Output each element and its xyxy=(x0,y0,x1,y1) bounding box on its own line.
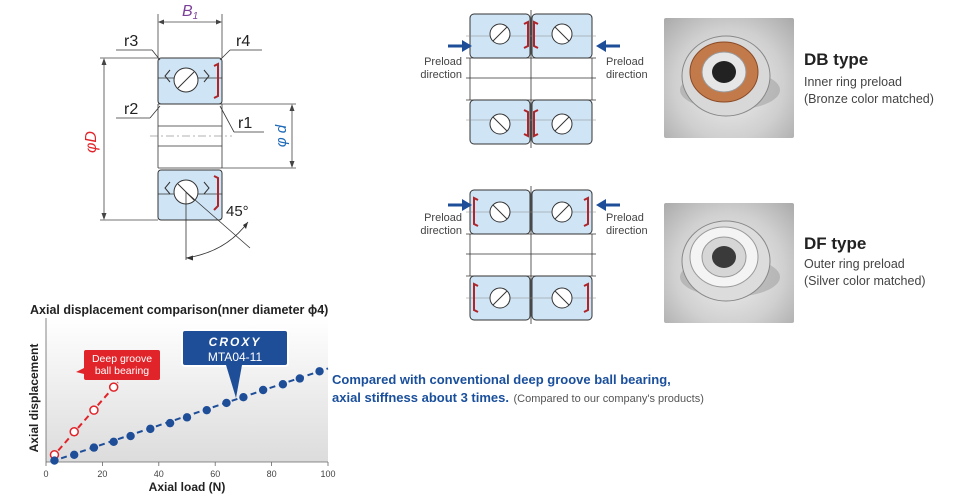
y-axis-label: Axial displacement xyxy=(27,344,41,453)
croxy-data-point xyxy=(278,380,288,389)
chart-title: Axial displacement comparison(nner diame… xyxy=(30,303,329,317)
x-tick-label: 40 xyxy=(154,469,164,479)
comparison-line2: axial stiffness about 3 times. xyxy=(332,390,510,405)
b1-label: B1 xyxy=(182,3,198,22)
r4-label: r4 xyxy=(236,33,250,50)
croxy-data-point xyxy=(222,398,231,408)
croxy-data-point xyxy=(239,393,248,402)
x-tick-label: 0 xyxy=(43,469,48,479)
croxy-data-point xyxy=(109,437,118,447)
inner-diameter-label: φ d xyxy=(273,124,290,147)
df-type-description: Outer ring preload(Silver color matched) xyxy=(804,257,926,288)
angle-label: 45° xyxy=(226,203,249,220)
deep-groove-callout-line1: Deep groove xyxy=(92,353,152,365)
df-right-arrow-icon xyxy=(596,199,620,211)
croxy-data-point xyxy=(202,405,211,415)
x-tick-label: 80 xyxy=(267,469,277,479)
croxy-data-point xyxy=(165,418,175,428)
db-pair-diagram xyxy=(466,10,596,148)
croxy-callout: CROXY MTA04-11 xyxy=(181,329,289,398)
x-tick-label: 100 xyxy=(320,469,335,479)
croxy-data-point xyxy=(258,385,268,395)
bearing-cross-section-drawing: B1 φD φ d r3 r4 r2 xyxy=(83,3,296,261)
df-left-arrow-icon xyxy=(448,199,472,211)
croxy-data-point xyxy=(89,443,99,452)
comparison-line1: Compared with conventional deep groove b… xyxy=(332,372,671,387)
db-type-description: Inner ring preload(Bronze color matched) xyxy=(804,75,934,106)
x-tick-label: 60 xyxy=(210,469,220,479)
df-type-title: DF type xyxy=(804,234,867,253)
croxy-data-point xyxy=(315,367,324,376)
outer-diameter-label: φD xyxy=(83,131,100,153)
croxy-model: MTA04-11 xyxy=(208,350,263,364)
deep-groove-callout: Deep groove ball bearing xyxy=(76,350,160,380)
comparison-note: (Compared to our company's products) xyxy=(513,393,704,405)
r3-label: r3 xyxy=(124,33,138,50)
deep-groove-series-line xyxy=(50,381,119,459)
df-bearing-photo xyxy=(664,203,794,323)
deep-groove-data-point xyxy=(108,382,119,392)
db-right-arrow-icon xyxy=(596,40,620,52)
croxy-data-point xyxy=(126,431,135,441)
deep-groove-callout-line2: ball bearing xyxy=(95,365,149,377)
deep-groove-data-point xyxy=(89,405,99,415)
x-tick-label: 20 xyxy=(97,469,107,479)
croxy-data-point xyxy=(146,424,155,434)
db-left-arrow-icon xyxy=(448,40,472,52)
top-section xyxy=(157,57,223,105)
croxy-brand: CROXY xyxy=(209,335,262,349)
r2-label: r2 xyxy=(124,101,138,118)
croxy-data-point xyxy=(70,450,79,459)
db-bearing-photo xyxy=(664,18,794,138)
croxy-data-point xyxy=(182,413,192,422)
axial-displacement-chart: Axial displacement Axial load (N) 0 20 40 6… xyxy=(27,318,336,494)
db-type-title: DB type xyxy=(804,50,869,69)
deep-groove-data-point xyxy=(69,427,79,437)
x-axis-label: Axial load (N) xyxy=(149,480,226,494)
stiffness-comparison-note: Compared with conventional deep groove b… xyxy=(332,372,704,407)
df-pair-diagram xyxy=(466,186,596,324)
croxy-data-point xyxy=(50,456,59,465)
comparison-line2-wrap: axial stiffness about 3 times. (Compared… xyxy=(332,389,704,407)
r1-label: r1 xyxy=(238,115,252,132)
croxy-data-point xyxy=(295,374,304,383)
